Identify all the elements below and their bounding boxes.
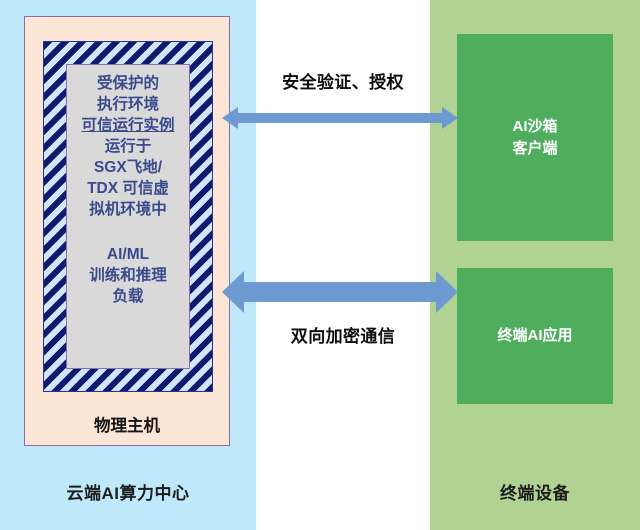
ai-sandbox-client-box: AI沙箱 客户端	[457, 34, 613, 241]
physical-host-box: 受保护的 执行环境 可信运行实例 运行于 SGX飞地/ TDX 可信虚 拟机环境…	[24, 16, 230, 446]
cloud-zone-label: 云端AI算力中心	[66, 484, 190, 503]
encrypted-channel-arrow	[222, 271, 458, 313]
tee-workload-block: AI/ML 训练和推理 负载	[89, 244, 167, 307]
edge-ai-application-box: 终端AI应用	[457, 268, 613, 404]
encrypted-channel-arrow-label: 双向加密通信	[290, 327, 396, 346]
edge-ai-application-line-1: 终端AI应用	[497, 327, 573, 344]
device-zone-label: 终端设备	[500, 484, 570, 503]
security-attestation-arrow	[222, 107, 458, 129]
tee-inner-workload-box: 受保护的 执行环境 可信运行实例 运行于 SGX飞地/ TDX 可信虚 拟机环境…	[66, 64, 190, 369]
ai-sandbox-client-line-1: AI沙箱	[512, 117, 558, 135]
tee-line-5: SGX飞地/	[93, 159, 163, 176]
tee-line-6: TDX 可信虚	[87, 180, 169, 197]
tee-line-4: 运行于	[104, 138, 152, 155]
tee-workload-line-3: 负载	[112, 288, 144, 305]
device-zone-panel: 终端设备 AI沙箱 客户端 终端AI应用	[430, 0, 640, 530]
tee-line-3: 可信运行实例	[81, 117, 175, 134]
middle-zone-panel	[256, 0, 430, 530]
tee-line-2: 执行环境	[96, 96, 159, 113]
tee-hatched-boundary: 受保护的 执行环境 可信运行实例 运行于 SGX飞地/ TDX 可信虚 拟机环境…	[43, 41, 213, 392]
ai-sandbox-client-line-2: 客户端	[512, 139, 558, 157]
physical-host-label: 物理主机	[94, 417, 160, 435]
security-attestation-arrow-label: 安全验证、授权	[282, 73, 404, 92]
tee-workload-line-1: AI/ML	[106, 246, 150, 263]
tee-workload-line-2: 训练和推理	[89, 267, 167, 284]
tee-line-7: 拟机环境中	[89, 201, 167, 218]
tee-line-1: 受保护的	[96, 75, 159, 92]
